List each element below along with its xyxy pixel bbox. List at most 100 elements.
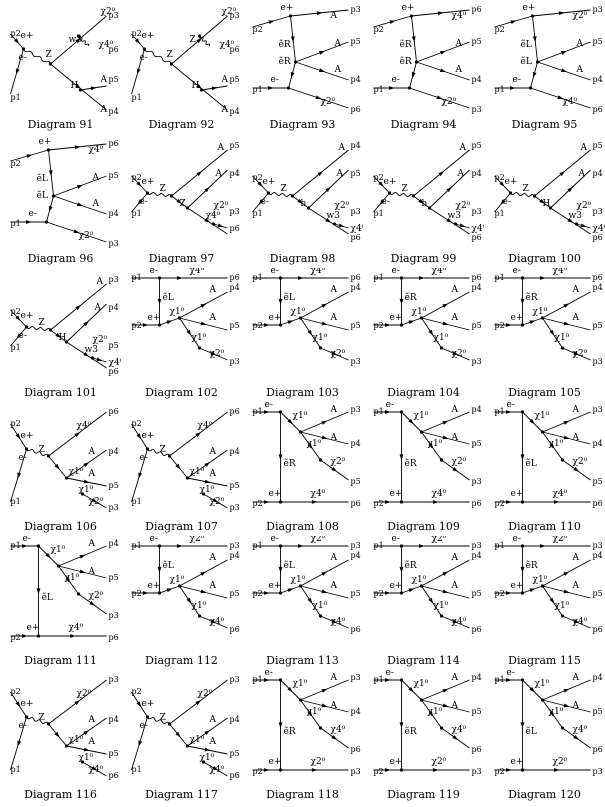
propagator-arrow: [134, 38, 141, 44]
particle-label: χ1⁰: [170, 307, 185, 317]
propagator-arrow: [176, 276, 183, 280]
boson-propagator: [147, 192, 172, 197]
particle-label: e-: [386, 402, 394, 410]
particle-label: χ2⁰: [573, 11, 588, 21]
particle-label: p2: [374, 173, 384, 182]
propagator-arrow: [520, 454, 525, 461]
particle-label: p2: [495, 589, 505, 598]
diagram-caption: Diagram 96: [27, 252, 94, 265]
particle-label: p6: [109, 633, 119, 642]
propagator-arrow: [74, 700, 81, 706]
particle-label: p2: [495, 499, 505, 508]
propagator-arrow: [567, 186, 573, 193]
particle-label: χ1⁰: [549, 439, 564, 449]
particle-label: p4: [351, 75, 361, 84]
particle-label: A: [215, 169, 223, 179]
vertex: [185, 206, 190, 210]
particle-label: χ1⁰: [555, 333, 570, 343]
particle-label: A: [455, 65, 463, 75]
propagator-arrow: [186, 597, 192, 604]
particle-label: p2: [374, 321, 384, 330]
propagator-arrow: [278, 298, 283, 305]
particle-label: A: [92, 173, 100, 183]
propagator-arrow: [76, 202, 84, 207]
propagator-arrow: [263, 323, 270, 327]
propagator-arrow: [539, 198, 546, 204]
vertex: [278, 410, 283, 414]
particle-label: e+: [390, 313, 403, 323]
particle-label: e+: [269, 489, 282, 499]
particle-label: p5: [593, 707, 603, 716]
particle-label: p4: [593, 439, 603, 448]
particle-label: e+: [263, 177, 276, 187]
propagator-arrow: [69, 634, 76, 638]
propagator-arrow: [321, 688, 328, 693]
diagram-caption: Diagram 98: [269, 252, 336, 265]
propagator-arrow: [549, 442, 555, 449]
propagator-arrow: [257, 181, 263, 187]
vertex: [298, 316, 303, 320]
particle-label: p1: [11, 93, 21, 102]
particle-label: p1: [374, 273, 384, 282]
vertex: [288, 14, 293, 18]
vertex: [399, 323, 404, 327]
particle-label: p4: [109, 303, 119, 312]
particle-label: χ2⁰: [198, 689, 213, 699]
propagator-arrow: [399, 566, 404, 573]
particle-label: χ2⁰: [214, 201, 229, 211]
particle-label: Z: [46, 50, 52, 60]
vertex: [427, 206, 432, 210]
particle-label: p2: [495, 767, 505, 776]
vertex: [48, 328, 53, 332]
particle-label: p3: [472, 357, 482, 366]
vertex: [520, 410, 525, 414]
vertex: [80, 492, 85, 496]
vertex: [278, 591, 283, 595]
particle-label: A: [92, 199, 100, 209]
particle-label: p4: [230, 551, 240, 560]
particle-label: p5: [109, 341, 119, 350]
vertex: [306, 206, 311, 210]
particle-label: p2: [253, 589, 263, 598]
particle-label: p5: [472, 141, 482, 150]
particle-label: A: [330, 313, 338, 323]
propagator-arrow: [204, 730, 211, 736]
propagator-arrow: [532, 36, 537, 43]
propagator-arrow: [399, 454, 404, 461]
vertex: [520, 500, 525, 504]
particle-label: A: [209, 447, 217, 457]
particle-label: p6: [109, 771, 119, 780]
propagator-arrow: [499, 181, 505, 187]
propagator-arrow: [510, 20, 517, 25]
propagator-arrow: [91, 498, 98, 503]
propagator-arrow: [297, 544, 304, 548]
particle-label: χ1⁰: [313, 601, 328, 611]
vertex: [46, 454, 51, 458]
particle-label: p3: [472, 767, 482, 776]
particle-label: p2: [374, 499, 384, 508]
particle-label: χ4⁰: [331, 617, 346, 627]
vertex: [387, 191, 392, 195]
particle-label: χ2⁰: [77, 689, 92, 699]
particle-label: ẽL: [526, 726, 537, 737]
particle-label: p3: [109, 239, 119, 248]
particle-label: p6: [109, 367, 119, 376]
particle-label: p4: [351, 439, 361, 448]
particle-label: p3: [593, 767, 603, 776]
vertex: [399, 591, 404, 595]
particle-label: p6: [230, 771, 240, 780]
propagator-arrow: [278, 454, 283, 461]
propagator-arrow: [200, 571, 207, 576]
particle-label: χ1⁰: [412, 307, 427, 317]
particle-label: A: [451, 581, 459, 591]
propagator-arrow: [204, 462, 211, 468]
particle-label: p6: [351, 745, 361, 754]
